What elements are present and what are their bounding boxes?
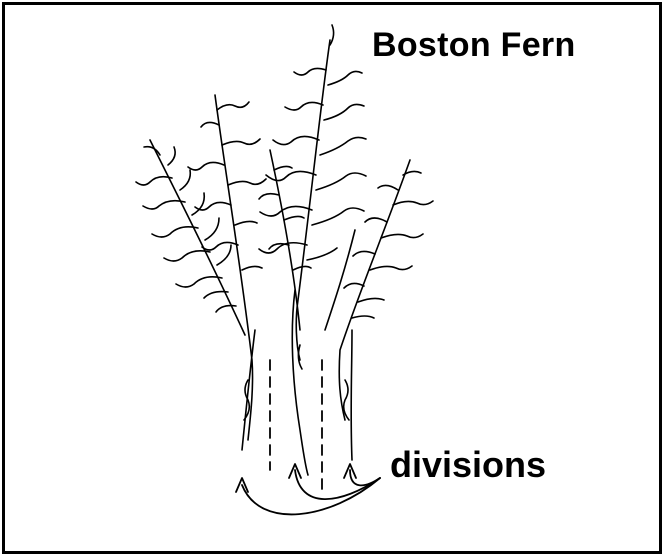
figure-title: Boston Fern: [372, 26, 576, 65]
division-arrows: [236, 464, 380, 514]
divisions-label: divisions: [390, 444, 546, 486]
fern-fronds: [136, 25, 433, 318]
fern-stems: [150, 40, 410, 440]
